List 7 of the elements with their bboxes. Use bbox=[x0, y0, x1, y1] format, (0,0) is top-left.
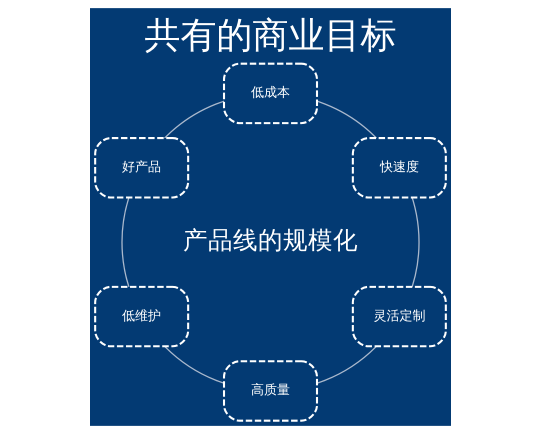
node-box: 好产品 bbox=[94, 137, 190, 199]
node-box: 低成本 bbox=[222, 62, 318, 124]
node-box: 高质量 bbox=[222, 360, 318, 422]
diagram-title: 共有的商业目标 bbox=[144, 13, 397, 56]
node-box: 灵活定制 bbox=[352, 286, 447, 348]
node-box: 低维护 bbox=[94, 286, 190, 348]
node-box: 快速度 bbox=[352, 137, 447, 199]
